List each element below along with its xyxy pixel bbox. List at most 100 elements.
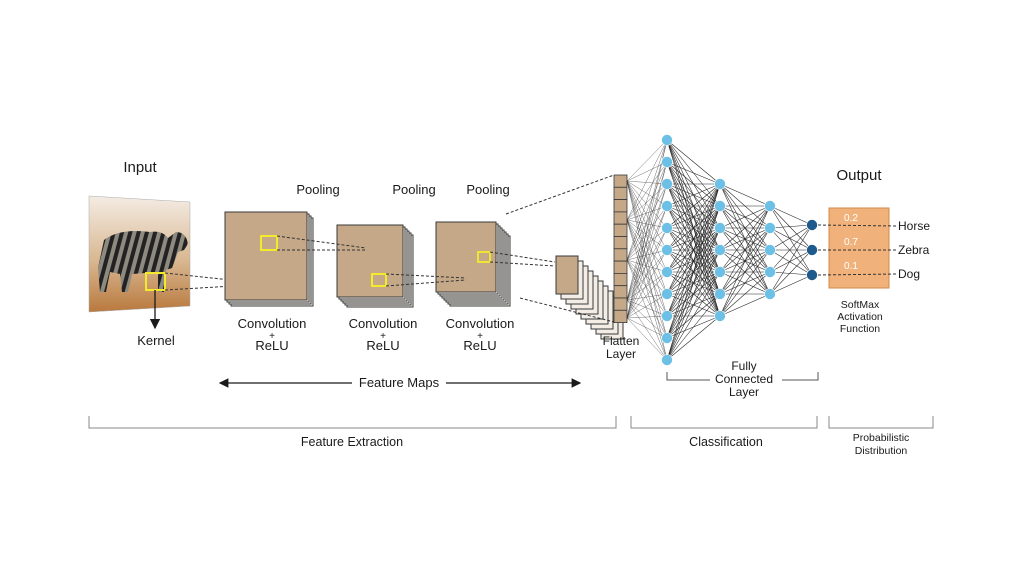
network-node <box>764 200 776 212</box>
network-node <box>764 244 776 256</box>
output-node <box>806 219 818 231</box>
network-edge <box>719 227 771 317</box>
flatten-cell <box>613 285 628 299</box>
network-node <box>661 244 673 256</box>
network-edge <box>626 180 668 229</box>
pooling-label-3: Pooling <box>466 182 509 197</box>
network-edge <box>626 259 668 273</box>
kernel-label: Kernel <box>137 333 175 348</box>
network-edge <box>666 315 721 361</box>
network-edge <box>626 161 668 261</box>
network-edge <box>666 183 721 295</box>
flatten-cell <box>613 248 628 262</box>
output-value-dog: 0.1 <box>844 261 858 272</box>
input-image <box>88 195 191 313</box>
network-edge <box>666 161 721 185</box>
softmax-line2: Activation <box>837 311 883 323</box>
network-edge <box>666 183 721 207</box>
classification-bracket <box>630 416 818 429</box>
flatten-layer <box>613 174 628 323</box>
probabilistic-bracket <box>828 416 934 429</box>
network-edge <box>626 180 668 317</box>
network-node <box>714 222 726 234</box>
network-edge <box>626 205 668 261</box>
conv-label-3-line1: Convolution <box>446 316 515 331</box>
network-edge <box>626 219 668 273</box>
network-edge <box>626 139 668 301</box>
network-node <box>764 288 776 300</box>
network-node <box>661 354 673 366</box>
network-node <box>764 266 776 278</box>
network-edge <box>626 205 668 301</box>
network-edge <box>626 219 668 295</box>
conv-label-3-line2: ReLU <box>463 338 496 353</box>
softmax-line3: Function <box>840 323 880 335</box>
network-edge <box>626 219 668 251</box>
classification-label: Classification <box>689 435 763 449</box>
network-edge <box>719 249 771 317</box>
pooling-label-2: Pooling <box>392 182 435 197</box>
network-edge <box>626 183 668 221</box>
map1-kernel-box <box>260 235 278 251</box>
conv-label-2: Convolution + ReLU <box>349 316 418 353</box>
network-edge <box>666 227 721 361</box>
network-node <box>661 134 673 146</box>
network-node <box>661 288 673 300</box>
map2-kernel-box <box>371 273 387 287</box>
network-edge <box>769 224 813 251</box>
network-edge <box>626 180 668 251</box>
fully-connected-line1: Fully <box>731 359 756 373</box>
feature-map-stack-3 <box>435 221 511 307</box>
network-edge <box>626 227 668 319</box>
network-edge <box>666 183 721 339</box>
conv-label-2-plus: + <box>380 331 386 342</box>
zebra-figure <box>98 231 188 292</box>
flatten-cell <box>613 309 628 323</box>
pooling-label-1: Pooling <box>296 182 339 197</box>
network-nodes <box>661 134 818 366</box>
map3-kernel-box <box>477 251 491 263</box>
feature-map-stack-4 <box>555 255 624 340</box>
network-node <box>714 310 726 322</box>
output-node <box>806 244 818 256</box>
network-edge <box>666 183 721 361</box>
network-node <box>661 178 673 190</box>
flatten-cell <box>613 223 628 237</box>
output-dashed-lines <box>817 224 897 276</box>
network-edge <box>626 183 668 301</box>
flatten-cell <box>613 186 628 201</box>
network-edge <box>666 139 721 185</box>
output-class-dog: Dog <box>898 267 920 281</box>
output-class-zebra: Zebra <box>898 243 930 257</box>
network-edge <box>719 205 771 273</box>
network-edge <box>626 293 668 319</box>
network-edge <box>769 205 813 276</box>
network-node <box>764 222 776 234</box>
network-edge <box>626 219 668 229</box>
network-node <box>661 222 673 234</box>
network-edge <box>626 259 668 317</box>
network-edge <box>769 271 813 276</box>
flatten-cell <box>613 174 628 188</box>
network-edge <box>769 249 813 276</box>
feature-map-layer <box>555 255 579 295</box>
flatten-label-line2: Layer <box>606 347 636 361</box>
conv-label-2-line2: ReLU <box>366 338 399 353</box>
network-edge <box>626 180 668 361</box>
network-edge <box>626 317 668 339</box>
input-title: Input <box>123 159 157 176</box>
network-edge <box>719 271 771 317</box>
network-edge <box>666 205 721 361</box>
network-edge <box>626 139 668 182</box>
network-node <box>661 332 673 344</box>
network-edge <box>769 224 813 229</box>
network-edge <box>626 161 668 301</box>
conv-label-2-line1: Convolution <box>349 316 418 331</box>
output-value-horse: 0.2 <box>844 213 858 224</box>
flatten-cell <box>613 260 628 274</box>
network-edge <box>626 161 668 221</box>
network-edge <box>769 224 813 295</box>
network-edge <box>626 249 668 319</box>
network-edge <box>626 317 668 361</box>
network-edge <box>666 183 721 273</box>
